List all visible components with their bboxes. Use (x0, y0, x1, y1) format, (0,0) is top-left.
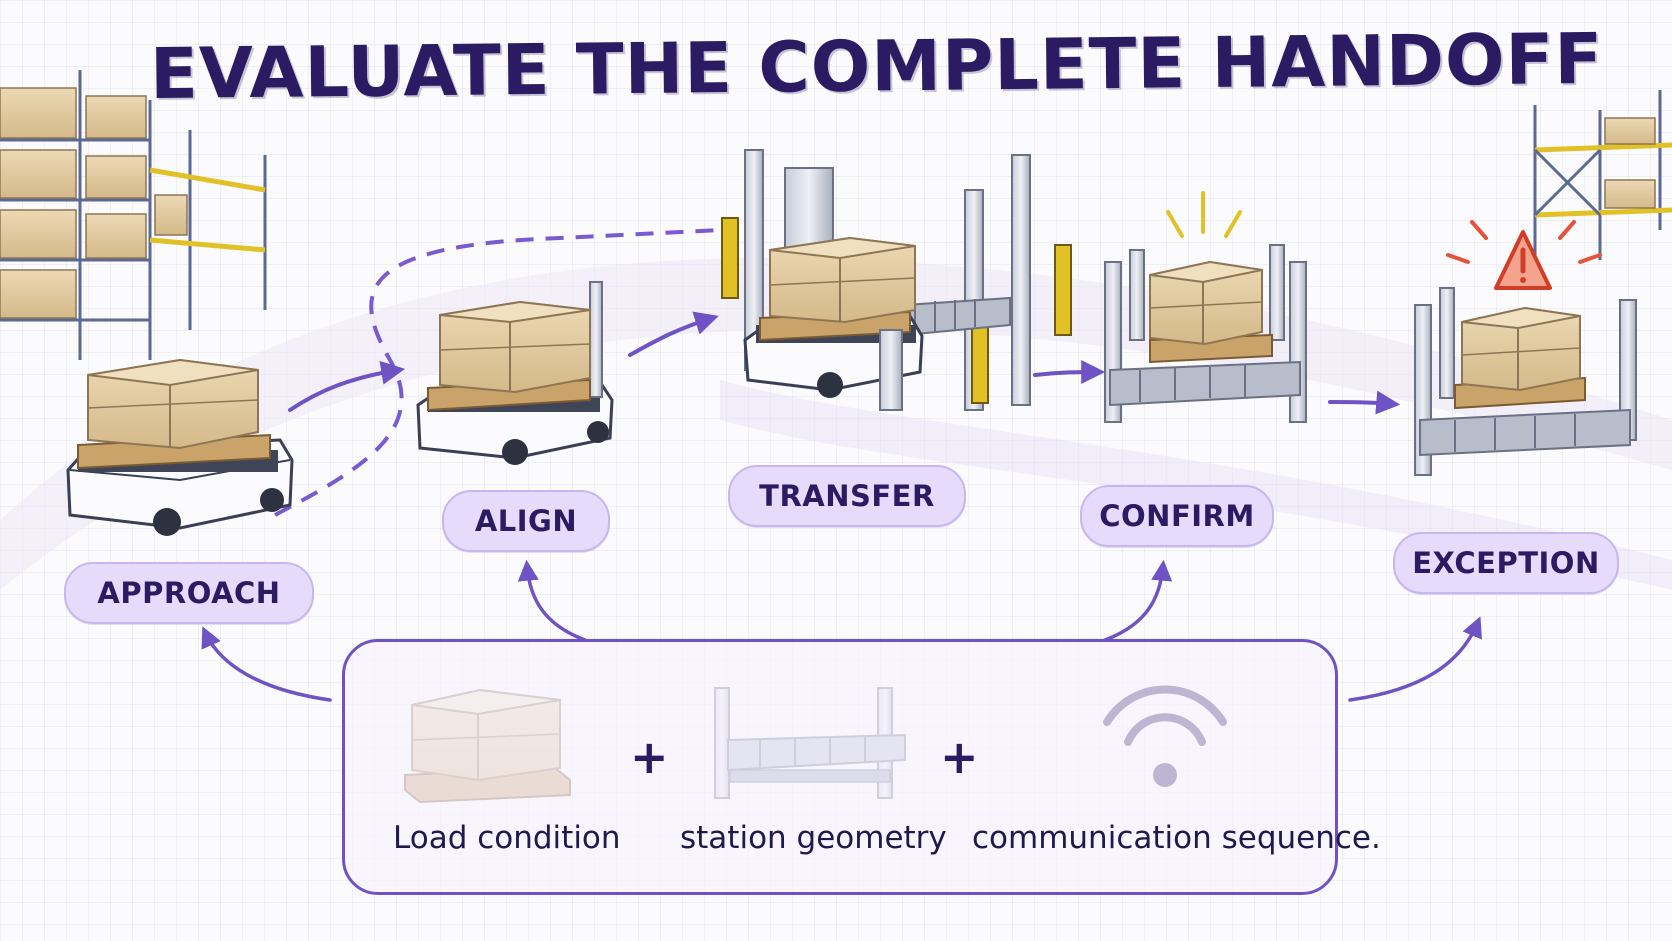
warehouse-rack-left (0, 70, 267, 360)
rack-cartons-right (1604, 117, 1656, 209)
agv-approach (66, 358, 294, 536)
stage-exception-label: EXCEPTION (1393, 532, 1619, 594)
confirm-signal-icon (1166, 191, 1242, 238)
feedback-arrows (201, 559, 1482, 702)
plus-sign: + (630, 730, 669, 784)
station-confirm (1104, 191, 1307, 423)
stage-confirm-label: CONFIRM (1080, 485, 1274, 547)
rack-cartons-left (0, 87, 188, 319)
station-exception (1414, 220, 1637, 476)
stage-align-label: ALIGN (442, 490, 610, 552)
agv-align (416, 281, 614, 465)
page-title: EVALUATE THE COMPLETE HANDOFF (149, 17, 1604, 116)
warehouse-rack-right (1533, 90, 1672, 270)
station-transfer (721, 149, 1072, 411)
plus-sign: + (940, 730, 979, 784)
factor-station-geometry: station geometry (680, 820, 947, 856)
warning-icon (1494, 230, 1552, 290)
dashed-route (274, 228, 721, 517)
stage-approach-label: APPROACH (64, 562, 314, 624)
flow-arrows (288, 311, 1401, 415)
factor-communication-sequence: communication sequence. (972, 820, 1381, 856)
stage-transfer-label: TRANSFER (728, 465, 966, 527)
handoff-factors-panel (342, 639, 1338, 895)
factor-load-condition: Load condition (393, 820, 621, 856)
